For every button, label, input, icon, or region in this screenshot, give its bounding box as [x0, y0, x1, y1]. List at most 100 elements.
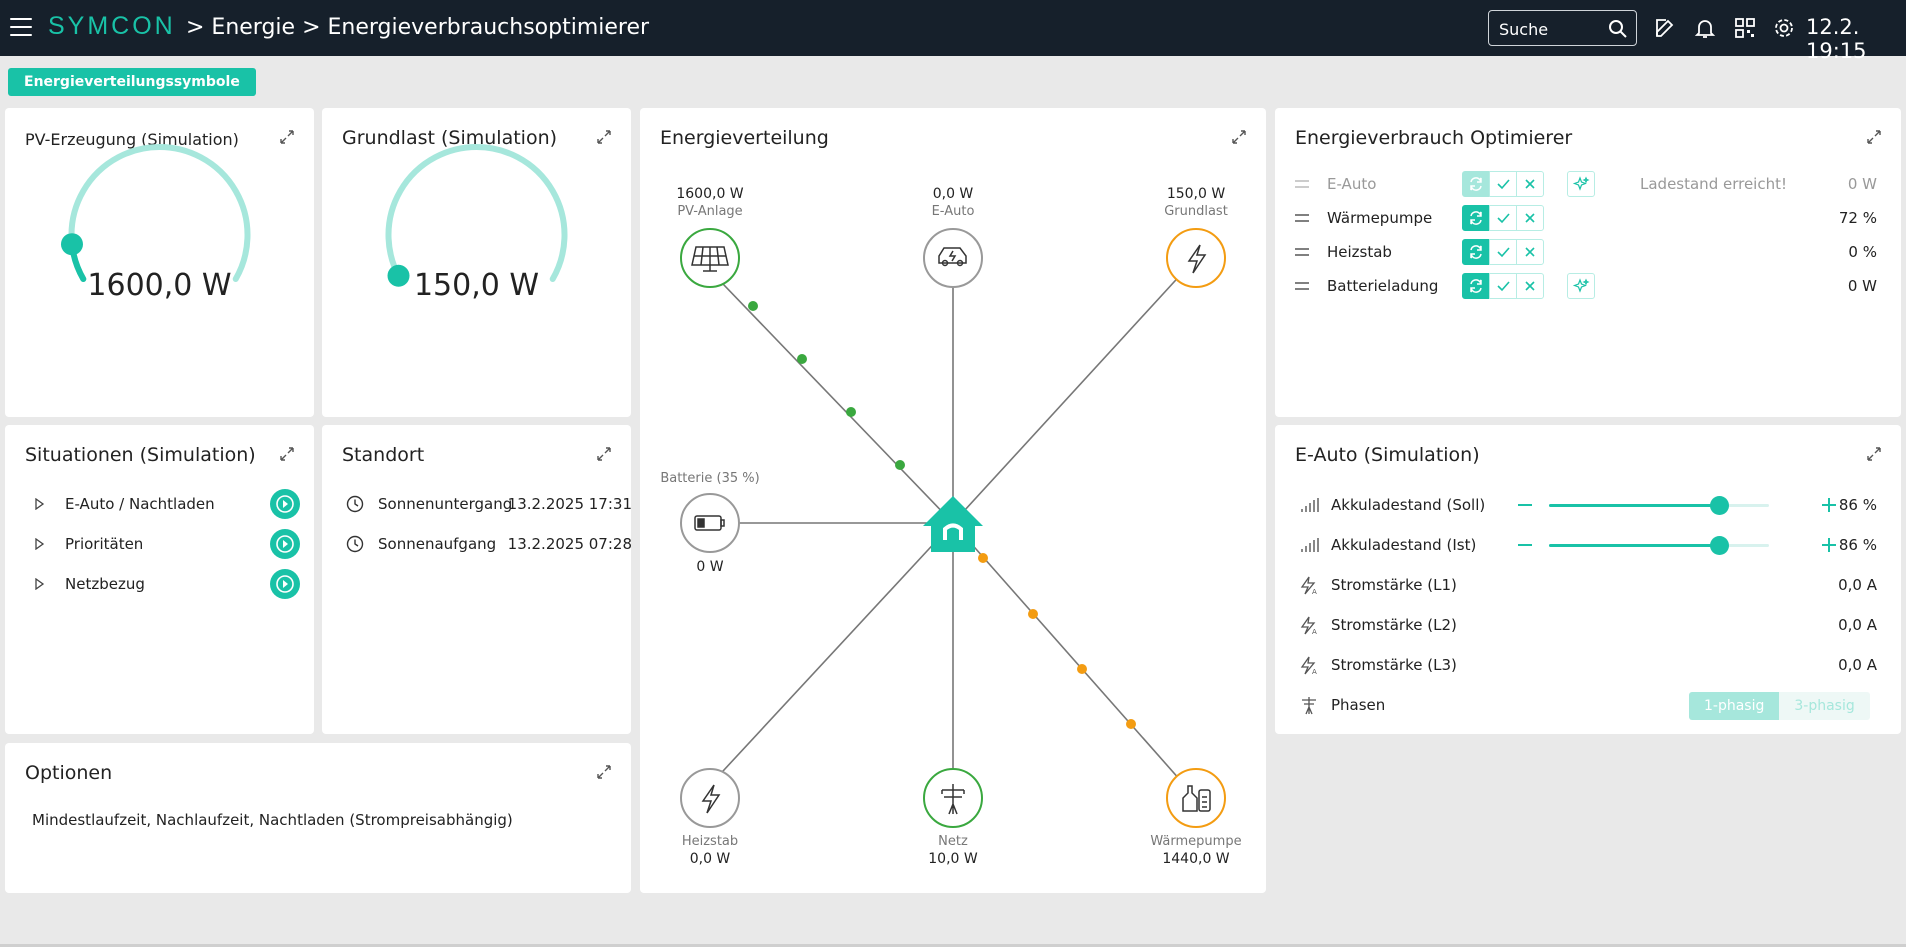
off-mode-button[interactable]: [1516, 239, 1544, 265]
sunrise-label: Sonnenaufgang: [378, 535, 497, 553]
play-button[interactable]: [270, 489, 300, 519]
energy-symbols-chip[interactable]: Energieverteilungssymbole: [8, 68, 256, 96]
akku-soll-slider[interactable]: [1549, 496, 1769, 515]
heat-pump-icon: [1182, 785, 1211, 812]
expand-icon[interactable]: [595, 128, 613, 146]
auto-mode-button[interactable]: [1462, 171, 1490, 197]
gear-icon[interactable]: [1772, 16, 1796, 40]
node-grundlast[interactable]: [1166, 228, 1226, 288]
expand-triangle-icon[interactable]: [33, 498, 45, 510]
sunrise-value: 13.2.2025 07:28: [507, 535, 632, 553]
sunrise-row: Sonnenaufgang 13.2.2025 07:28: [342, 531, 632, 557]
heizstab-label: Heizstab: [681, 834, 739, 849]
off-mode-button[interactable]: [1516, 171, 1544, 197]
slider-thumb[interactable]: [1710, 536, 1730, 555]
waermepumpe-label: Wärmepumpe: [1150, 834, 1242, 849]
grundlast-gauge-knob[interactable]: [387, 264, 410, 287]
expand-triangle-icon[interactable]: [33, 538, 45, 550]
expand-icon[interactable]: [1230, 128, 1248, 146]
battery-icon: [694, 515, 725, 531]
solar-panel-icon: [691, 246, 729, 272]
smart-mode-button[interactable]: [1567, 273, 1595, 299]
node-pv[interactable]: [680, 228, 740, 288]
current-icon: A: [1300, 576, 1317, 595]
on-mode-button[interactable]: [1489, 239, 1517, 265]
play-button[interactable]: [270, 529, 300, 559]
drag-handle-icon[interactable]: [1295, 281, 1309, 291]
drag-handle-icon[interactable]: [1295, 179, 1309, 189]
expand-triangle-icon[interactable]: [33, 578, 45, 590]
grundlast-gauge[interactable]: [322, 108, 631, 417]
situation-row[interactable]: Prioritäten: [25, 529, 300, 559]
expand-icon[interactable]: [278, 445, 296, 463]
batterie-power: 0 W: [696, 559, 724, 575]
qr-code-icon[interactable]: [1733, 16, 1757, 40]
node-heizstab[interactable]: [680, 768, 740, 828]
mode-selector[interactable]: [1462, 273, 1544, 299]
check-icon: [1497, 179, 1510, 190]
node-netz[interactable]: [923, 768, 983, 828]
off-mode-button[interactable]: [1516, 273, 1544, 299]
node-batterie[interactable]: [680, 493, 740, 553]
plus-icon[interactable]: [1817, 493, 1841, 517]
auto-mode-button[interactable]: [1462, 205, 1490, 231]
node-waermepumpe[interactable]: [1166, 768, 1226, 828]
on-mode-button[interactable]: [1489, 273, 1517, 299]
optimizer-row-value: 0 W: [1847, 175, 1877, 193]
optimizer-row-label: Wärmepumpe: [1327, 209, 1433, 227]
expand-icon[interactable]: [1865, 128, 1883, 146]
search-box[interactable]: [1488, 10, 1637, 46]
grundlast-value: 150,0 W: [413, 268, 540, 303]
akku-ist-row: Akkuladestand (Ist) 86 %: [1295, 531, 1877, 559]
slider-thumb[interactable]: [1710, 496, 1730, 515]
smart-mode-button[interactable]: [1567, 171, 1595, 197]
akku-ist-slider[interactable]: [1549, 536, 1769, 555]
eauto-label: E-Auto: [931, 204, 975, 219]
optimizer-row-value: 0 W: [1847, 277, 1877, 295]
minus-icon[interactable]: [1513, 533, 1537, 557]
energy-flow-diagram: [680, 228, 1226, 828]
search-icon[interactable]: [1608, 19, 1628, 39]
optionen-card: Optionen Mindestlaufzeit, Nachlaufzeit, …: [5, 743, 631, 893]
plus-icon[interactable]: [1817, 533, 1841, 557]
expand-icon[interactable]: [595, 445, 613, 463]
on-mode-button[interactable]: [1489, 171, 1517, 197]
optimizer-row-value: 0 %: [1848, 243, 1877, 261]
situation-row[interactable]: Netzbezug: [25, 569, 300, 599]
situation-label: E-Auto / Nachtladen: [65, 495, 215, 513]
edit-icon[interactable]: [1653, 16, 1677, 40]
mode-selector[interactable]: [1462, 205, 1544, 231]
on-mode-button[interactable]: [1489, 205, 1517, 231]
pv-gauge-knob[interactable]: [60, 233, 83, 256]
menu-icon[interactable]: [10, 18, 32, 38]
auto-mode-button[interactable]: [1462, 273, 1490, 299]
phase-1-option[interactable]: 1-phasig: [1689, 692, 1780, 720]
netz-power: 10,0 W: [928, 851, 978, 867]
expand-icon[interactable]: [595, 763, 613, 781]
minus-icon[interactable]: [1513, 493, 1537, 517]
flow-dot: [797, 354, 807, 364]
pv-value: 1600,0 W: [87, 268, 232, 303]
expand-icon[interactable]: [278, 128, 296, 146]
energieverteilung-title: Energieverteilung: [660, 127, 829, 149]
phase-3-option[interactable]: 3-phasig: [1779, 692, 1870, 720]
phasen-toggle[interactable]: 1-phasig 3-phasig: [1689, 692, 1870, 720]
bell-icon[interactable]: [1693, 16, 1717, 40]
search-input[interactable]: [1499, 19, 1609, 39]
auto-mode-button[interactable]: [1462, 239, 1490, 265]
optionen-title: Optionen: [25, 762, 113, 784]
mode-selector[interactable]: [1462, 171, 1544, 197]
netz-label: Netz: [938, 834, 968, 849]
akku-soll-label: Akkuladestand (Soll): [1331, 496, 1486, 514]
pv-gauge[interactable]: [5, 108, 314, 417]
drag-handle-icon[interactable]: [1295, 213, 1309, 223]
symcon-logo[interactable]: SYMCON: [48, 12, 176, 40]
situation-row[interactable]: E-Auto / Nachtladen: [25, 489, 300, 519]
node-eauto[interactable]: [923, 228, 983, 288]
expand-icon[interactable]: [1865, 445, 1883, 463]
play-button[interactable]: [270, 569, 300, 599]
x-icon: [1525, 213, 1535, 223]
mode-selector[interactable]: [1462, 239, 1544, 265]
drag-handle-icon[interactable]: [1295, 247, 1309, 257]
off-mode-button[interactable]: [1516, 205, 1544, 231]
